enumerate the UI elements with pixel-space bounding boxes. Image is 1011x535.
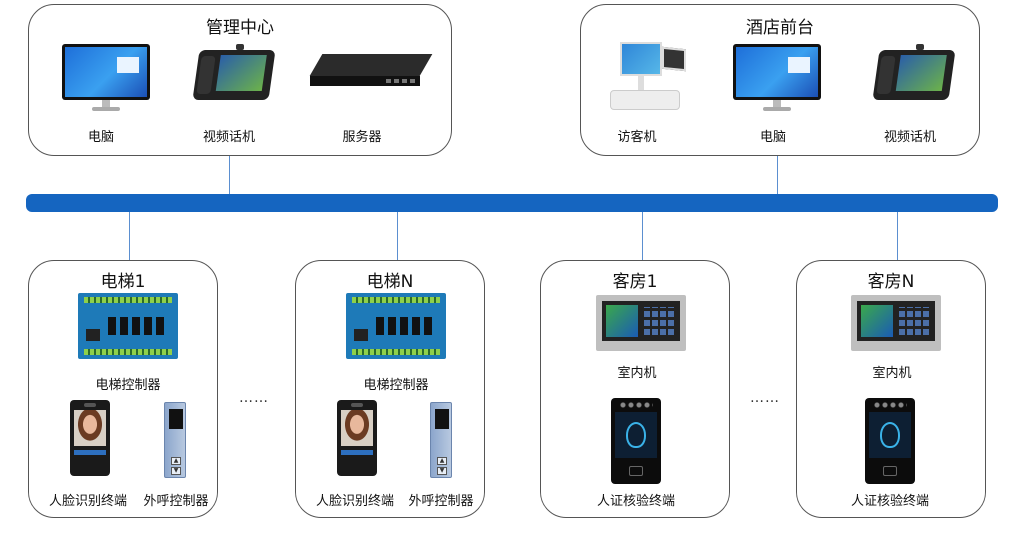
connector-line (397, 212, 398, 262)
video-phone-icon (192, 44, 276, 100)
device-label: 室内机 (872, 366, 912, 381)
monitor-icon (733, 44, 821, 112)
group-title: 电梯N (366, 272, 414, 292)
device-label: 电梯控制器 (95, 378, 161, 393)
connector-line (897, 212, 898, 262)
management-center-title: 管理中心 (206, 18, 274, 38)
outer-call-controller-icon: ▲▼ (430, 402, 452, 478)
indoor-unit-icon (851, 295, 941, 351)
elevator-n-box: 电梯N (295, 260, 485, 518)
connector-line (129, 212, 130, 262)
device-label: 访客机 (617, 130, 657, 145)
indoor-unit-icon (596, 295, 686, 351)
id-verification-terminal-icon (611, 398, 661, 484)
device-label: 外呼控制器 (143, 494, 209, 509)
face-recognition-terminal-icon (337, 400, 377, 476)
network-bus (26, 194, 998, 212)
device-label: 视频话机 (202, 130, 256, 145)
device-label: 人证核验终端 (596, 494, 676, 509)
monitor-icon (62, 44, 150, 112)
device-label: 人脸识别终端 (315, 494, 395, 509)
group-title: 电梯1 (100, 272, 146, 292)
front-desk-title: 酒店前台 (746, 18, 814, 38)
connector-line (777, 156, 778, 196)
device-label: 电脑 (87, 130, 115, 145)
device-label: 服务器 (342, 130, 382, 145)
face-recognition-terminal-icon (70, 400, 110, 476)
device-label: 室内机 (617, 366, 657, 381)
connector-line (229, 156, 230, 196)
device-label: 人脸识别终端 (48, 494, 128, 509)
id-verification-terminal-icon (865, 398, 915, 484)
outer-call-controller-icon: ▲▼ (164, 402, 186, 478)
group-title: 客房1 (612, 272, 658, 292)
elevator-controller-icon (346, 293, 446, 359)
device-label: 人证核验终端 (850, 494, 930, 509)
group-title: 客房N (867, 272, 915, 292)
server-icon (309, 54, 433, 88)
ellipsis: …… (239, 390, 269, 406)
device-label: 电脑 (759, 130, 787, 145)
device-label: 视频话机 (883, 130, 937, 145)
ellipsis: …… (750, 390, 780, 406)
device-label: 外呼控制器 (408, 494, 474, 509)
connector-line (642, 212, 643, 262)
visitor-kiosk-icon (608, 42, 688, 112)
video-phone-icon (872, 44, 956, 100)
device-label: 电梯控制器 (363, 378, 429, 393)
elevator-controller-icon (78, 293, 178, 359)
